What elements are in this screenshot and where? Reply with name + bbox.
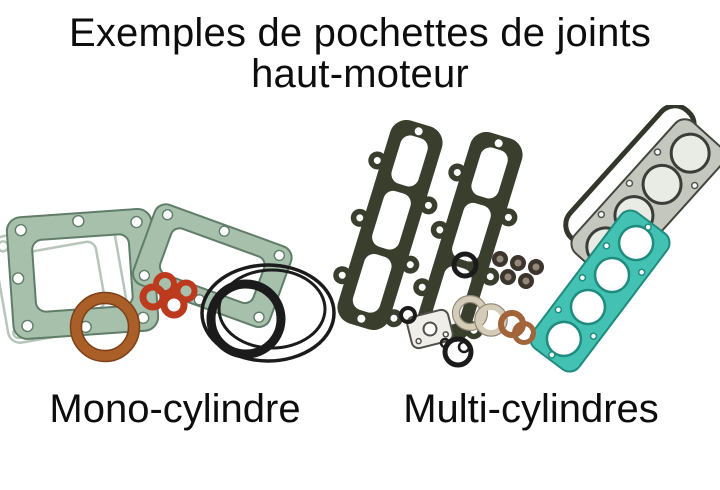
copper-washers: [498, 310, 536, 345]
black-o-rings: [200, 263, 336, 363]
page-title: Exemples de pochettes de joints haut-mot…: [0, 13, 720, 95]
small-o-rings: [399, 306, 474, 368]
mono-cylinder-kit-image: [0, 203, 336, 363]
copper-exhaust-ring: [69, 291, 141, 363]
small-o-ring-1: [451, 251, 479, 279]
caption-multi-cylindres: Multi-cylindres: [403, 387, 659, 431]
title-line-2: haut-moteur: [251, 52, 469, 96]
gasket-kits-photo: [0, 105, 720, 373]
multi-cylinder-kit-image: [320, 105, 720, 373]
title-line-1: Exemples de pochettes de joints: [68, 11, 652, 55]
caption-mono-cylindre: Mono-cylindre: [49, 387, 301, 431]
valve-stem-seals: [492, 251, 544, 289]
red-washers: [139, 272, 198, 319]
flange-gasket: [406, 308, 454, 350]
head-gasket-teal: [529, 209, 671, 373]
